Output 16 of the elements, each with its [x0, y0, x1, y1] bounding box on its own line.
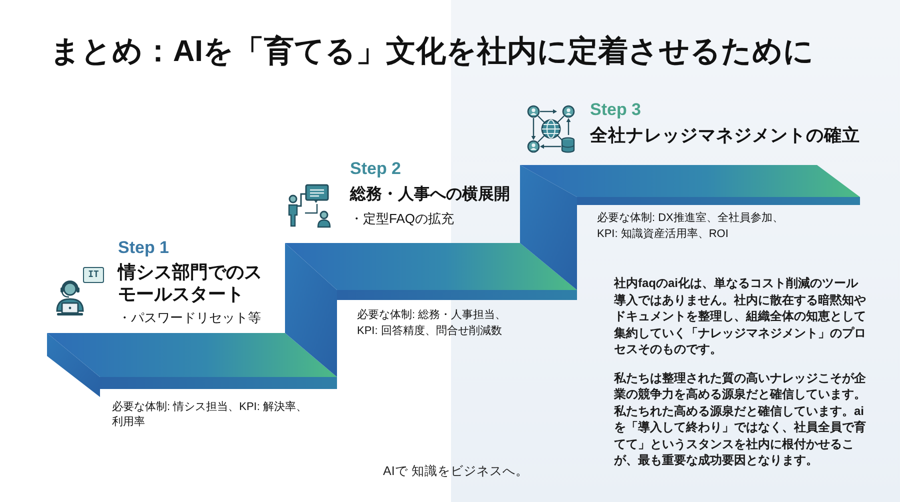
requirement-text: 必要な体制: 総務・人事担当、KPI: 回答精度、問合せ削減数: [357, 308, 508, 339]
body-paragraph: 社内faqのai化は、単なるコスト削減のツール導入ではありません。社内に散在する暗黙知やドキュメントを整理し、組織全体の知恵として集約していく「ナレッジマネジメント」のプロセスそのものです。: [614, 275, 866, 358]
step-title: 情シス部門でのスモールスタート: [118, 261, 263, 305]
step-label: Step 3: [590, 99, 642, 121]
requirement-text: 必要な体制: DX推進室、全社員参加、KPI: 知識資産活用率、ROI: [597, 210, 784, 242]
requirement-text: 必要な体制: 情シス担当、KPI: 解決率、利用率: [112, 400, 308, 430]
step-label: Step 2: [350, 158, 402, 180]
step-title: 総務・人事への横展開: [350, 184, 510, 205]
step-label: Step 1: [118, 237, 170, 259]
speech-bubble: IT: [83, 267, 104, 283]
tagline: AIで 知識をビジネスへ。: [383, 463, 528, 480]
step-bullet: ・定型FAQの拡充: [350, 210, 454, 228]
step-title: 全社ナレッジマネジメントの確立: [590, 124, 860, 146]
body-paragraph: 私たちは整理された質の高いナレッジこそが企業の競争力を高める源泉だと確信しています。私たちれた高める源泉だと確信しています。aiを「導入して終わり」ではなく、社員全員で育てて」というスタンスを社内に根付かせるこが、最も重要な成功要因となります。: [614, 370, 866, 468]
page-title: まとめ：AIを「育てる」文化を社内に定着させるために: [50, 34, 814, 70]
step-bullet: ・パスワードリセット等: [118, 309, 261, 327]
